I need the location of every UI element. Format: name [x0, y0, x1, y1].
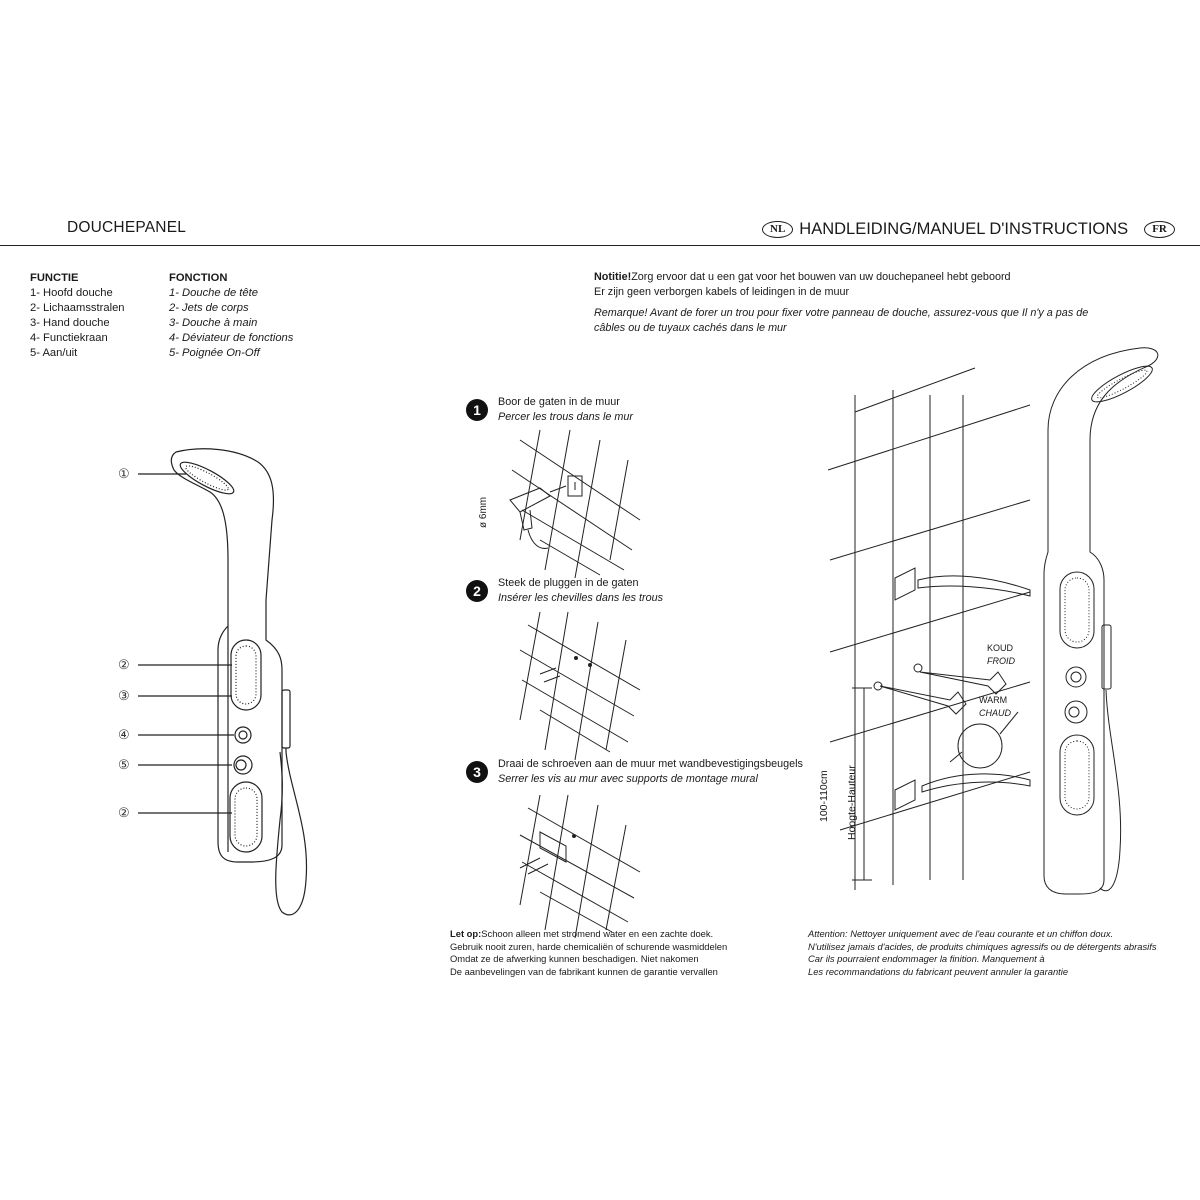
lang-badge-nl: NL	[762, 221, 794, 238]
step-3-fr: Serrer les vis au mur avec supports de m…	[498, 772, 758, 785]
function-item: 5- Poignée On-Off	[169, 347, 260, 359]
functions-heading-nl: FUNCTIE	[30, 272, 79, 284]
callout-4: ④	[118, 727, 130, 742]
lang-badge-fr: FR	[1144, 221, 1175, 238]
step-2-text: Steek de pluggen in de gaten Insérer les…	[498, 576, 663, 605]
warm-label-nl: WARM	[979, 695, 1008, 705]
document-title: DOUCHEPANEL	[67, 219, 187, 236]
function-item: 1- Hoofd douche	[30, 287, 113, 299]
cold-label-fr: FROID	[987, 656, 1015, 666]
notice-fr-line1: Remarque! Avant de forer un trou pour fi…	[594, 307, 1089, 319]
drill-icon	[509, 475, 583, 549]
footer-nl: Let op:Schoon alleen met stromend water …	[450, 928, 727, 978]
wall-tile-grid	[827, 367, 1031, 890]
footer-nl-label: Let op:	[450, 928, 482, 939]
step-3-tile-grid	[519, 794, 641, 939]
notice-label: Notitie!	[594, 271, 632, 283]
callout-1: ①	[118, 466, 130, 481]
step-3-text: Draai de schroeven aan de muur met wandb…	[498, 757, 803, 786]
callout-5: ⑤	[118, 757, 130, 772]
manual-title: HANDLEIDING/MANUEL D'INSTRUCTIONS	[799, 220, 1129, 238]
functions-heading-fr: FONCTION	[169, 272, 228, 284]
function-item: 4- Déviateur de fonctions	[169, 332, 294, 344]
footer-nl-line1: Schoon alleen met stromend water en een …	[481, 928, 714, 939]
footer-nl-line3: Omdat ze de afwerking kunnen beschadigen…	[450, 953, 699, 965]
footer-fr: Attention: Nettoyer uniquement avec de l…	[808, 928, 1157, 978]
step-1-nl: Boor de gaten in de muur	[498, 396, 620, 408]
step-1-fr: Percer les trous dans le mur	[498, 410, 634, 423]
functions-list-nl: FUNCTIE 1- Hoofd douche 2- Lichaamsstral…	[30, 271, 125, 361]
step-2-badge: 2	[466, 580, 488, 602]
callout-2: ②	[118, 657, 130, 672]
callout-3: ③	[118, 688, 130, 703]
height-label: Hoogte-Hauteur	[846, 765, 858, 840]
notice-nl-line2: Er zijn geen verborgen kabels of leiding…	[594, 286, 850, 298]
warm-label-fr: CHAUD	[979, 708, 1012, 718]
function-item: 3- Hand douche	[30, 317, 110, 329]
function-item: 2- Lichaamsstralen	[30, 302, 125, 314]
header-divider	[0, 245, 1200, 246]
callout-2-lower: ②	[118, 805, 130, 820]
footer-fr-line3: Car ils pourraient endommager la finitio…	[808, 953, 1045, 965]
notice-fr-line2: câbles ou de tuyaux cachés dans le mur	[594, 322, 787, 334]
function-item: 4- Functiekraan	[30, 332, 108, 344]
footer-fr-line4: Les recommandations du fabricant peuvent…	[808, 965, 1069, 977]
step-1-text: Boor de gaten in de muur Percer les trou…	[498, 395, 633, 424]
function-item: 3- Douche à main	[169, 317, 258, 329]
function-item: 2- Jets de corps	[169, 302, 249, 314]
step-3-nl: Draai de schroeven aan de muur met wandb…	[498, 758, 803, 770]
step-1-badge: 1	[466, 399, 488, 421]
step-3-badge: 3	[466, 761, 488, 783]
cold-label-nl: KOUD	[987, 643, 1014, 653]
footer-nl-line2: Gebruik nooit zuren, harde chemicaliën o…	[450, 940, 728, 952]
step-2-nl: Steek de pluggen in de gaten	[498, 577, 639, 589]
step-2-fr: Insérer les chevilles dans les trous	[498, 591, 664, 604]
notice-nl-line1: Zorg ervoor dat u een gat voor het bouwe…	[631, 271, 1011, 283]
functions-list-fr: FONCTION 1- Douche de tête 2- Jets de co…	[169, 271, 293, 361]
step-2-tile-grid	[519, 611, 641, 761]
footer-fr-line1: Attention: Nettoyer uniquement avec de l…	[808, 928, 1114, 939]
notice-block: Notitie!Zorg ervoor dat u een gat voor h…	[594, 270, 1154, 336]
manual-title-bar: NL HANDLEIDING/MANUEL D'INSTRUCTIONS FR	[762, 220, 1175, 239]
height-value: 100-110cm	[818, 770, 830, 822]
step-1-tile-grid	[511, 429, 641, 579]
footer-nl-line4: De aanbevelingen van de fabrikant kunnen…	[450, 965, 718, 977]
function-item: 5- Aan/uit	[30, 347, 78, 359]
function-item: 1- Douche de tête	[169, 287, 258, 299]
footer-fr-line2: N'utilisez jamais d'acides, de produits …	[808, 940, 1157, 952]
